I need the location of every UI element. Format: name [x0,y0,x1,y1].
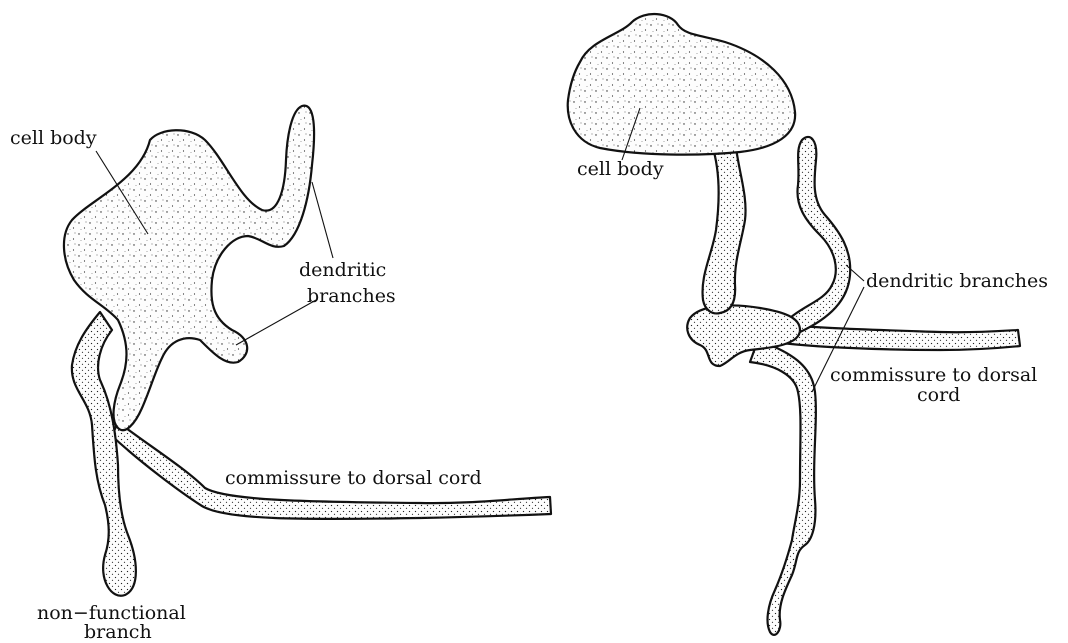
left-label-cell-body: cell body [10,127,97,149]
right-label-dendritic: dendritic branches [866,270,1048,292]
right-cell-body-stipple [568,14,795,155]
left-label-nonfunctional-2: branch [84,621,152,643]
left-label-dendritic-1: dendritic [299,259,386,281]
left-neuron: cell body dendritic branches commissure … [10,106,551,643]
right-neuron: cell body dendritic branches commissure … [568,14,1048,635]
right-label-commissure-1: commissure to dorsal [830,364,1037,386]
left-label-commissure: commissure to dorsal cord [225,467,482,489]
right-label-cell-body: cell body [577,158,664,180]
left-leader-dendritic-upper [312,182,333,258]
right-ascending-stipple [790,137,850,332]
right-descending-stipple [750,340,816,635]
right-label-commissure-2: cord [917,384,960,406]
left-leader-dendritic-lower [236,300,316,345]
left-label-dendritic-2: branches [307,285,396,307]
